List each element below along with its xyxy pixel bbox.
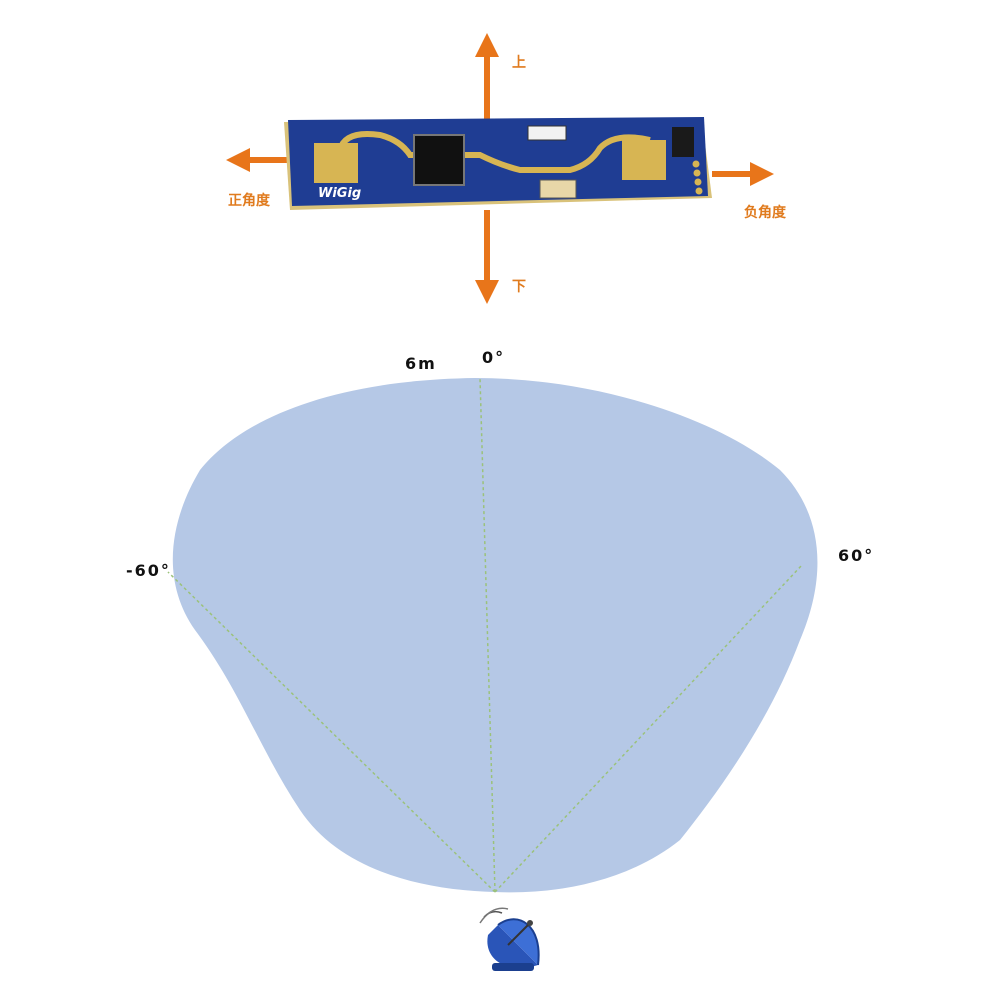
angle-label-right: 60° bbox=[838, 546, 875, 565]
pin-hole bbox=[692, 160, 700, 168]
component-top bbox=[527, 125, 567, 141]
pin-hole bbox=[693, 169, 701, 177]
connector-component bbox=[672, 127, 694, 157]
pin-hole bbox=[695, 187, 703, 195]
radar-module-board bbox=[284, 117, 712, 210]
led-component bbox=[539, 179, 577, 199]
label-negative-angle: 负角度 bbox=[744, 205, 786, 221]
angle-label-left: -60° bbox=[126, 561, 171, 580]
range-label: 6m bbox=[405, 354, 437, 373]
pin-hole bbox=[694, 178, 702, 186]
antenna-pad-left bbox=[314, 143, 358, 183]
radial-lines bbox=[167, 377, 803, 893]
board-brand-text: WiGig bbox=[318, 186, 362, 201]
angle-label-center: 0° bbox=[482, 348, 506, 367]
radial-line-center bbox=[479, 377, 496, 893]
antenna-pad-right bbox=[622, 140, 666, 180]
label-up: 上 bbox=[512, 55, 526, 71]
antenna-trace bbox=[337, 131, 651, 173]
satellite-dish-icon bbox=[479, 907, 540, 971]
radial-line-right bbox=[494, 564, 803, 893]
direction-arrows bbox=[226, 33, 774, 304]
coverage-area bbox=[172, 378, 818, 893]
radar-chip bbox=[413, 134, 465, 186]
label-down: 下 bbox=[512, 279, 526, 295]
radial-line-left bbox=[167, 571, 496, 893]
label-positive-angle: 正角度 bbox=[228, 193, 270, 209]
